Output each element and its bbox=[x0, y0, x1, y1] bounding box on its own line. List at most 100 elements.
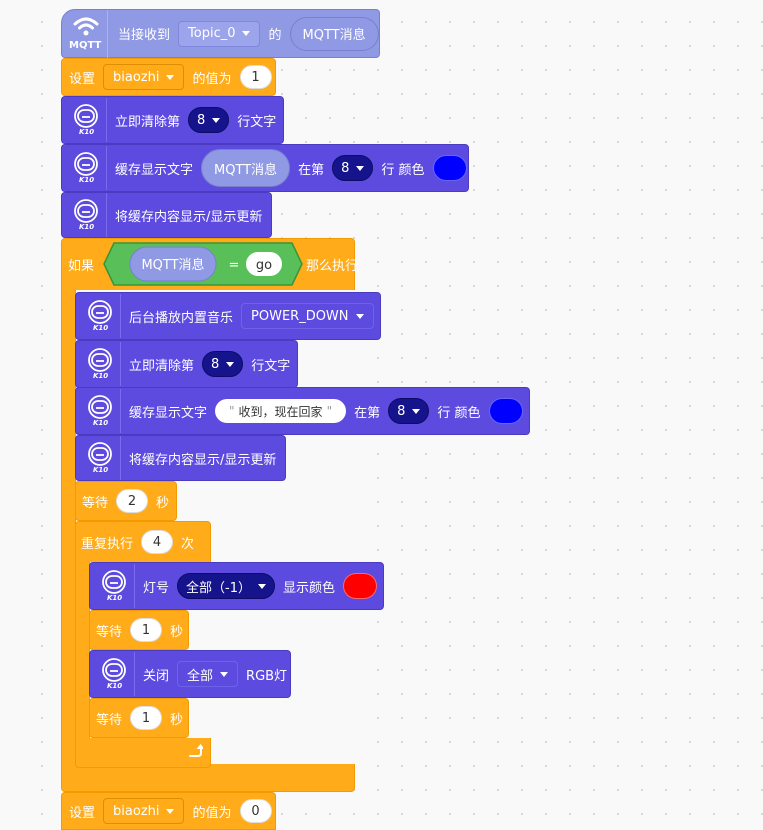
at-text: 在第 bbox=[298, 162, 325, 178]
topic-dropdown-value: Topic_0 bbox=[188, 26, 236, 41]
clear-line-block[interactable]: K10 立即清除第 8 行文字 bbox=[75, 340, 298, 388]
cache-display-text-block[interactable]: K10 缓存显示文字 "收到，现在回家" 在第 8 行 颜色 bbox=[75, 387, 530, 435]
operator-right-input[interactable]: go bbox=[256, 258, 272, 273]
led-suffix: 显示颜色 bbox=[282, 580, 335, 596]
mqtt-receive-hat-block[interactable]: MQTT 当接收到 Topic_0 的 MQTT消息 bbox=[61, 9, 380, 58]
loop-arrow-icon bbox=[189, 744, 203, 757]
wait-block[interactable]: 等待 1 秒 bbox=[89, 698, 189, 738]
play-music-block[interactable]: K10 后台播放内置音乐 POWER_DOWN bbox=[75, 292, 381, 340]
k10-icon: K10 bbox=[80, 436, 121, 480]
wait-block[interactable]: 等待 2 秒 bbox=[75, 481, 177, 521]
set-text: 设置 bbox=[69, 71, 96, 87]
music-dropdown[interactable]: POWER_DOWN bbox=[241, 303, 374, 329]
string-input[interactable]: "收到，现在回家" bbox=[215, 399, 347, 423]
set-variable-block[interactable]: 设置 biaozhi 的值为 1 bbox=[61, 58, 276, 96]
k10-icon-label: K10 bbox=[93, 324, 109, 332]
line-dropdown[interactable]: 8 bbox=[332, 155, 374, 181]
refresh-text: 将缓存内容显示/显示更新 bbox=[115, 209, 263, 225]
led-color-block[interactable]: K10 灯号 全部（-1） 显示颜色 bbox=[89, 562, 384, 610]
k10-icon-label: K10 bbox=[93, 466, 109, 474]
wait-unit: 秒 bbox=[170, 712, 184, 728]
mqtt-message-reporter[interactable]: MQTT消息 bbox=[201, 149, 291, 187]
cache-text: 缓存显示文字 bbox=[129, 405, 208, 421]
rgb-off-text: 关闭 bbox=[143, 668, 170, 684]
line-dropdown[interactable]: 8 bbox=[202, 351, 244, 377]
rgb-off-suffix: RGB灯 bbox=[246, 668, 288, 684]
k10-icon: K10 bbox=[80, 342, 121, 386]
chevron-down-icon bbox=[226, 361, 235, 367]
rgb-dropdown[interactable]: 全部 bbox=[177, 661, 239, 687]
workspace-left-edge bbox=[0, 0, 24, 827]
chevron-down-icon bbox=[355, 313, 364, 319]
then-text: 那么执行 bbox=[306, 258, 359, 274]
cache-text: 缓存显示文字 bbox=[115, 162, 194, 178]
variable-dropdown-value: biaozhi bbox=[113, 69, 160, 85]
music-text: 后台播放内置音乐 bbox=[129, 310, 234, 326]
k10-icon-label: K10 bbox=[107, 594, 123, 602]
repeat-text: 重复执行 bbox=[81, 536, 134, 552]
refresh-display-block[interactable]: K10 将缓存内容显示/显示更新 bbox=[75, 435, 286, 481]
k10-icon-label: K10 bbox=[79, 128, 95, 136]
variable-dropdown[interactable]: biaozhi bbox=[103, 64, 185, 90]
chevron-down-icon bbox=[356, 165, 365, 171]
rgb-off-block[interactable]: K10 关闭 全部 RGB灯 bbox=[89, 650, 291, 698]
quote-close-icon: " bbox=[326, 404, 333, 418]
color-suffix: 行 颜色 bbox=[381, 162, 425, 178]
value-input[interactable]: 1 bbox=[239, 65, 272, 89]
mqtt-message-reporter[interactable]: MQTT消息 bbox=[289, 16, 379, 51]
variable-dropdown[interactable]: biaozhi bbox=[103, 798, 185, 824]
topic-dropdown[interactable]: Topic_0 bbox=[178, 20, 261, 47]
clear-line-block[interactable]: K10 立即清除第 8 行文字 bbox=[61, 96, 284, 144]
hat-text-of: 的 bbox=[268, 28, 282, 43]
wait-seconds-input[interactable]: 1 bbox=[130, 706, 163, 730]
wait-text: 等待 bbox=[96, 712, 123, 728]
value-text: 的值为 bbox=[192, 805, 232, 821]
cache-display-text-block[interactable]: K10 缓存显示文字 MQTT消息 在第 8 行 颜色 bbox=[61, 144, 469, 192]
k10-icon: K10 bbox=[94, 652, 135, 696]
color-swatch-blue[interactable] bbox=[488, 398, 523, 424]
k10-icon: K10 bbox=[66, 193, 107, 237]
line-dropdown[interactable]: 8 bbox=[388, 398, 430, 424]
chevron-down-icon bbox=[220, 671, 229, 677]
string-input-value: 收到，现在回家 bbox=[238, 404, 323, 419]
wait-text: 等待 bbox=[82, 495, 109, 511]
k10-icon: K10 bbox=[66, 146, 107, 190]
equals-operator-block[interactable]: MQTT消息 = go bbox=[102, 241, 304, 287]
clear-text: 立即清除第 bbox=[129, 358, 195, 374]
repeat-unit: 次 bbox=[181, 536, 195, 552]
led-dropdown[interactable]: 全部（-1） bbox=[177, 573, 275, 599]
set-text: 设置 bbox=[69, 805, 96, 821]
line-dropdown-value: 8 bbox=[341, 160, 350, 176]
repeat-header[interactable]: 重复执行 4 次 bbox=[75, 522, 211, 562]
wait-seconds-input[interactable]: 2 bbox=[116, 489, 149, 513]
mqtt-icon-label: MQTT bbox=[69, 39, 102, 51]
line-dropdown[interactable]: 8 bbox=[188, 107, 230, 133]
value-input[interactable]: 0 bbox=[239, 799, 272, 823]
value-text: 的值为 bbox=[192, 71, 232, 87]
music-dropdown-value: POWER_DOWN bbox=[251, 308, 349, 324]
wait-seconds-input[interactable]: 1 bbox=[130, 618, 163, 642]
k10-icon-label: K10 bbox=[79, 176, 95, 184]
chevron-down-icon bbox=[242, 31, 251, 36]
color-swatch-red[interactable] bbox=[343, 573, 377, 599]
at-text: 在第 bbox=[354, 405, 381, 421]
chevron-down-icon bbox=[166, 74, 175, 80]
set-variable-block[interactable]: 设置 biaozhi 的值为 0 bbox=[61, 792, 276, 830]
refresh-display-block[interactable]: K10 将缓存内容显示/显示更新 bbox=[61, 192, 272, 238]
chevron-down-icon bbox=[212, 117, 221, 123]
operator-left-reporter[interactable]: MQTT消息 bbox=[141, 257, 204, 273]
line-dropdown-value: 8 bbox=[397, 403, 406, 419]
line-dropdown-value: 8 bbox=[197, 112, 206, 128]
wait-unit: 秒 bbox=[156, 495, 170, 511]
rgb-dropdown-value: 全部 bbox=[187, 668, 214, 684]
if-header[interactable]: 如果 MQTT消息 = go 那么执行 bbox=[61, 238, 359, 290]
wait-unit: 秒 bbox=[170, 624, 184, 640]
k10-icon: K10 bbox=[80, 389, 121, 433]
variable-dropdown-value: biaozhi bbox=[113, 803, 160, 819]
led-dropdown-value: 全部（-1） bbox=[186, 580, 251, 596]
color-swatch-blue[interactable] bbox=[432, 155, 467, 181]
wait-block[interactable]: 等待 1 秒 bbox=[89, 610, 189, 650]
repeat-count-input[interactable]: 4 bbox=[141, 530, 174, 554]
k10-icon-label: K10 bbox=[107, 682, 123, 690]
if-text: 如果 bbox=[68, 258, 95, 274]
